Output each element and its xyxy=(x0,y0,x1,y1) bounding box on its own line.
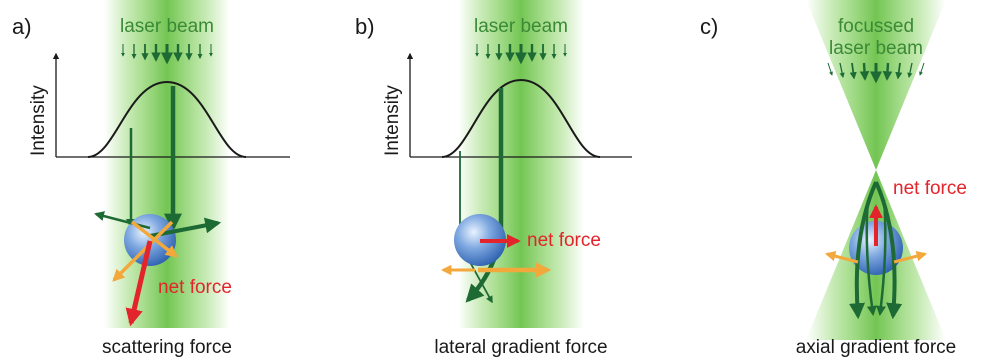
beam-label-c-line1: focussed xyxy=(838,16,914,37)
panel-b: b) laser beam Intensity net force latera… xyxy=(355,0,632,358)
ray-left-c xyxy=(849,181,878,320)
intensity-axis-label-b: Intensity xyxy=(382,85,403,156)
scattered-ray-left-a xyxy=(94,211,151,230)
ray-right-c xyxy=(874,181,903,320)
ray-inner-left-c xyxy=(865,199,877,316)
beam-label-b: laser beam xyxy=(474,16,568,37)
force-component-left-c xyxy=(824,251,859,264)
caption-a: scattering force xyxy=(102,337,232,358)
incident-arrows-b xyxy=(475,44,567,65)
ray-inner-right-c xyxy=(876,199,887,316)
panel-label-c: c) xyxy=(700,14,718,39)
force-component-2-a xyxy=(112,220,174,282)
panel-label-b: b) xyxy=(355,14,375,39)
caption-b: lateral gradient force xyxy=(434,337,607,358)
particle-a xyxy=(124,214,176,266)
intensity-axis-label-a: Intensity xyxy=(28,85,49,156)
net-force-label-c: net force xyxy=(893,178,967,199)
caption-c: axial gradient force xyxy=(796,337,957,358)
gaussian-profile-b xyxy=(441,78,601,158)
panel-label-a: a) xyxy=(12,14,32,39)
beam-label-c-line2: laser beam xyxy=(829,38,923,59)
net-force-label-a: net force xyxy=(158,277,232,298)
incident-arrows-c xyxy=(827,62,925,84)
beam-label-a: laser beam xyxy=(120,16,214,37)
net-force-arrow-a xyxy=(125,240,153,327)
net-force-label-b: net force xyxy=(527,230,601,251)
panel-c: c) focussed laser beam net force axial g… xyxy=(700,0,967,358)
panel-a: a) laser beam Intensity net force sc xyxy=(12,0,290,358)
gaussian-profile-a xyxy=(87,80,247,158)
force-component-right-c xyxy=(893,251,928,264)
incident-arrows-a xyxy=(121,44,213,65)
